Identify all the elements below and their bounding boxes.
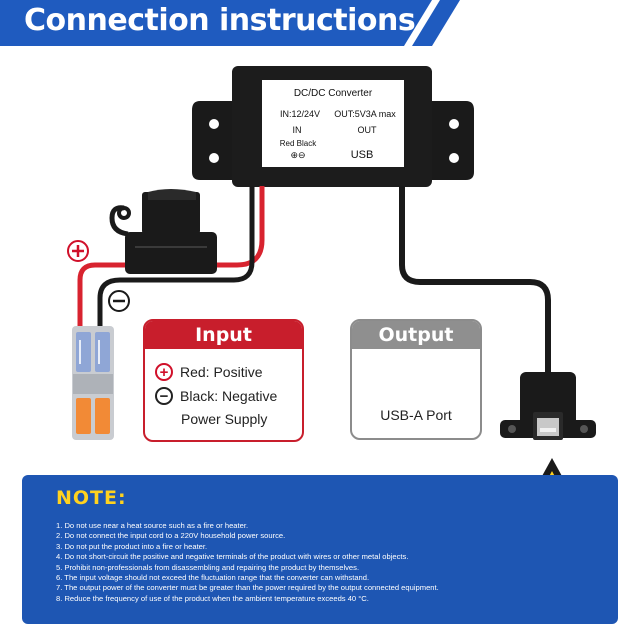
converter-output-spec: OUT:5V3A max [334, 109, 396, 119]
converter-title: DC/DC Converter [293, 88, 373, 99]
converter-out-label: OUT [357, 125, 377, 135]
usb-output-cable [399, 186, 551, 375]
note-item: 3. Do not put the product into a fire or… [56, 541, 208, 551]
lever-connector [72, 326, 114, 440]
note-list: 1. Do not use near a heat source such as… [56, 521, 439, 604]
output-card: Output USB-A Port [350, 319, 482, 440]
note-item: 4. Do not short-circuit the positive and… [56, 552, 409, 562]
input-supply-text: Power Supply [181, 411, 268, 427]
header-banner [0, 0, 640, 46]
converter-in-label: IN [292, 125, 302, 135]
note-panel: NOTE: 1. Do not use near a heat source s… [22, 475, 618, 624]
input-card: Input + Red: Positive − Black: Negative … [143, 319, 304, 442]
input-row-negative: − Black: Negative [155, 387, 277, 405]
input-row-positive: + Red: Positive [155, 363, 262, 381]
usb-socket [500, 372, 596, 440]
output-port-text: USB-A Port [380, 407, 452, 423]
output-card-title: Output [352, 321, 480, 349]
input-negative-text: Black: Negative [180, 388, 278, 404]
note-title: NOTE: [56, 487, 127, 509]
note-item: 8. Reduce the frequency of use of the pr… [56, 593, 369, 603]
converter-plus-minus-icon: ⊕⊖ [290, 150, 306, 160]
converter-box [192, 66, 474, 187]
plus-icon: + [155, 363, 173, 381]
note-item: 6. The input voltage should not exceed t… [56, 573, 370, 583]
note-item: 2. Do not connect the input cord to a 22… [56, 531, 286, 541]
converter-port-label: USB [350, 149, 374, 161]
note-item: 5. Prohibit non-professionals from disas… [56, 562, 360, 572]
converter-wire-colors: Red Black [279, 139, 317, 148]
input-row-supply: Power Supply [181, 411, 267, 427]
red-positive-wire [195, 186, 265, 268]
note-item: 7. The output power of the converter mus… [56, 583, 439, 593]
converter-input-spec: IN:12/24V [279, 109, 321, 119]
input-card-title: Input [145, 321, 302, 349]
note-item: 1. Do not use near a heat source such as… [56, 521, 249, 530]
page-title: Connection instructions [24, 3, 416, 38]
minus-icon: − [155, 387, 173, 405]
black-negative-wire [97, 186, 255, 330]
fuse-holder [109, 189, 217, 274]
input-positive-text: Red: Positive [180, 364, 263, 380]
